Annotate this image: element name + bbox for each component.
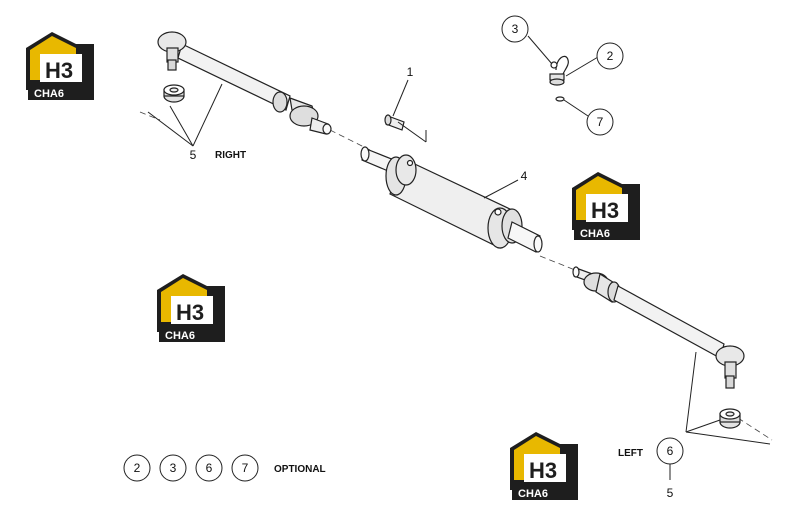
right-tie-rod xyxy=(157,31,332,135)
svg-text:7: 7 xyxy=(597,115,604,129)
svg-text:CHA6: CHA6 xyxy=(34,88,64,100)
assembly-axis xyxy=(139,111,161,121)
svg-text:6: 6 xyxy=(667,444,674,458)
left-castle-nut xyxy=(719,408,741,429)
svg-text:CHA6: CHA6 xyxy=(518,488,548,500)
svg-text:H3: H3 xyxy=(45,58,73,83)
svg-text:7: 7 xyxy=(242,461,249,475)
callout-5-right: 5 xyxy=(190,148,197,162)
svg-text:2: 2 xyxy=(607,49,614,63)
grease-fitting xyxy=(549,55,569,102)
callout-5-left: 5 xyxy=(667,486,674,500)
right-castle-nut xyxy=(163,84,185,103)
callout-1: 1 xyxy=(407,65,414,79)
svg-text:CHA6: CHA6 xyxy=(580,228,610,240)
svg-text:2: 2 xyxy=(134,461,141,475)
callout-2: 2 xyxy=(596,42,624,70)
watermark-logo: H3 CHA6 xyxy=(572,172,640,240)
callout-3: 3 xyxy=(501,15,529,43)
left-side-label: LEFT xyxy=(618,448,643,459)
svg-text:6: 6 xyxy=(206,461,213,475)
watermark-logo: H3 CHA6 xyxy=(510,432,578,500)
bolt xyxy=(384,114,405,131)
left-tie-rod xyxy=(572,266,745,389)
callout-4: 4 xyxy=(521,169,528,183)
assembly-axis xyxy=(737,417,773,441)
watermark-logo: H3 CHA6 xyxy=(26,32,94,100)
svg-text:H3: H3 xyxy=(529,458,557,483)
right-side-label: RIGHT xyxy=(215,150,246,161)
optional-label: OPTIONAL xyxy=(274,464,326,475)
leader-lines xyxy=(147,35,771,480)
optional-legend: 2 3 6 7 OPTIONAL xyxy=(123,454,326,482)
callout-6: 6 xyxy=(656,437,684,465)
svg-text:CHA6: CHA6 xyxy=(165,330,195,342)
callout-7: 7 xyxy=(586,108,614,136)
svg-text:H3: H3 xyxy=(176,300,204,325)
svg-text:3: 3 xyxy=(512,22,519,36)
watermark-logo: H3 CHA6 xyxy=(157,274,225,342)
assembly-axis xyxy=(329,129,371,151)
svg-text:3: 3 xyxy=(170,461,177,475)
svg-text:H3: H3 xyxy=(591,198,619,223)
steering-cylinder xyxy=(360,146,543,253)
